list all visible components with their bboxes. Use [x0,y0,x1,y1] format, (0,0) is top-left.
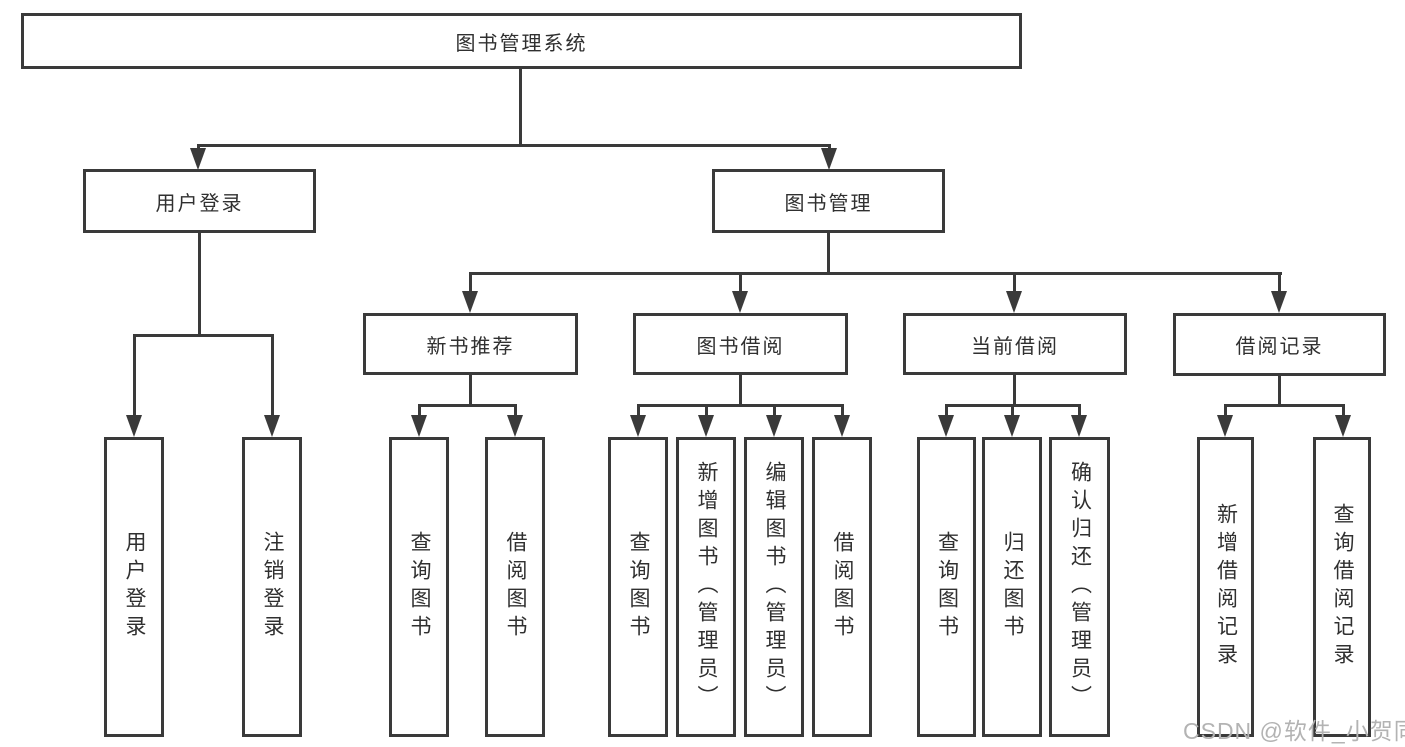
connector-drop [1011,404,1014,418]
connector-drop-leaf-user-login [133,334,136,418]
arrow-down-icon [126,415,142,437]
leaf-add-borrow-record: 新增借阅记录 [1197,437,1254,737]
connector-records-trunk [1278,375,1281,407]
connector-root-trunk [519,68,522,146]
node-new-book-recommend: 新书推荐 [363,313,578,375]
leaf-edit-books-admin: 编辑图书（管理员） [744,437,804,737]
node-book-management-module: 图书管理 [712,169,945,233]
arrow-down-icon [1004,415,1020,437]
node-current-borrowing: 当前借阅 [903,313,1127,375]
leaf-query-books-recommend: 查询图书 [389,437,449,737]
arrow-down-icon [938,415,954,437]
leaf-query-books-current: 查询图书 [917,437,976,737]
arrow-down-icon [821,148,837,170]
arrow-down-icon [264,415,280,437]
connector-borrowing-hbar [637,404,844,407]
connector-drop [1078,404,1081,418]
arrow-down-icon [630,415,646,437]
connector-drop-leaf-logout [271,334,274,418]
arrow-down-icon [1071,415,1087,437]
node-borrowing-records: 借阅记录 [1173,313,1386,376]
connector-drop [1224,404,1227,418]
connector-drop [418,404,421,418]
connector-user-login-hbar [133,334,274,337]
connector-drop [637,404,640,418]
connector-drop [705,404,708,418]
arrow-down-icon [507,415,523,437]
node-user-login-module: 用户登录 [83,169,316,233]
arrow-down-icon [1271,291,1287,313]
arrow-down-icon [1006,291,1022,313]
connector-drop [945,404,948,418]
csdn-watermark: CSDN @软件_小贺同学 [1183,718,1405,744]
node-book-borrowing: 图书借阅 [633,313,848,375]
leaf-user-login: 用户登录 [104,437,164,737]
arrow-down-icon [462,291,478,313]
leaf-add-books-admin: 新增图书（管理员） [676,437,736,737]
connector-user-login-trunk [198,233,201,337]
node-root-library-system: 图书管理系统 [21,13,1022,69]
leaf-return-books: 归还图书 [982,437,1042,737]
connector-current-trunk [1013,374,1016,407]
leaf-query-borrow-record: 查询借阅记录 [1313,437,1371,737]
connector-recommend-trunk [469,374,472,407]
leaf-logout: 注销登录 [242,437,302,737]
arrow-down-icon [1335,415,1351,437]
connector-drop [514,404,517,418]
leaf-borrow-books: 借阅图书 [812,437,872,737]
connector-level3-hbar [469,272,1282,275]
arrow-down-icon [698,415,714,437]
arrow-down-icon [190,148,206,170]
connector-borrowing-trunk [739,374,742,407]
connector-root-hbar [197,144,831,147]
connector-drop-records [1278,272,1281,294]
connector-recommend-hbar [418,404,517,407]
arrow-down-icon [1217,415,1233,437]
connector-drop-current [1013,272,1016,294]
connector-drop [773,404,776,418]
connector-book-mgmt-trunk [827,233,830,275]
leaf-borrow-books-recommend: 借阅图书 [485,437,545,737]
leaf-confirm-return-admin: 确认归还（管理员） [1049,437,1110,737]
leaf-query-books-borrowing: 查询图书 [608,437,668,737]
connector-records-hbar [1224,404,1345,407]
connector-drop [841,404,844,418]
arrow-down-icon [834,415,850,437]
arrow-down-icon [411,415,427,437]
arrow-down-icon [766,415,782,437]
connector-drop [1342,404,1345,418]
connector-drop-recommend [469,272,472,294]
connector-drop-borrowing [739,272,742,294]
arrow-down-icon [732,291,748,313]
